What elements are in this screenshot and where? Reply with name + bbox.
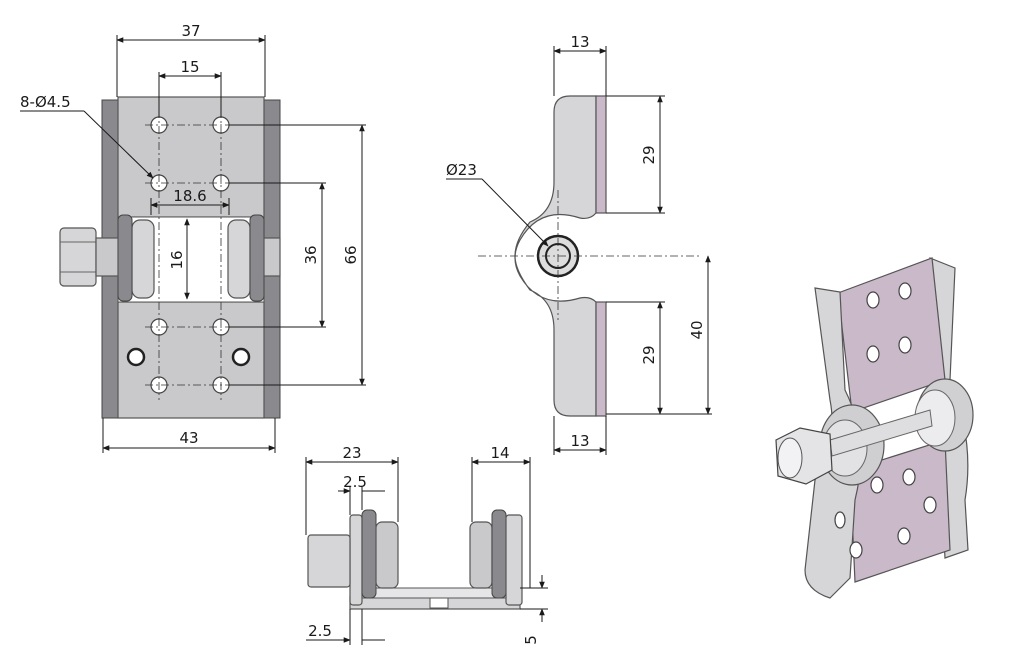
- right-roller: [227, 219, 251, 299]
- iso-hole: [923, 496, 937, 514]
- slot: [429, 597, 449, 609]
- dim-29-lower: 29: [640, 345, 658, 364]
- dim-43: 43: [179, 429, 198, 447]
- dim-15: 15: [180, 58, 199, 76]
- rivet-hole: [231, 347, 251, 367]
- lower-edge: [595, 301, 607, 417]
- bolt-end: [263, 237, 281, 277]
- bolt-shank: [95, 237, 119, 277]
- side-profile: [514, 95, 597, 417]
- right-disc-b: [491, 509, 507, 599]
- iso-hole: [898, 336, 912, 354]
- iso-hole: [870, 476, 884, 494]
- left-roller: [131, 219, 155, 299]
- rivet-hole: [126, 347, 146, 367]
- right-roller-b: [469, 521, 493, 589]
- right-washer-b: [505, 514, 523, 606]
- iso-hole: [866, 345, 880, 363]
- dim-holes-note: 8-Ø4.5: [20, 93, 71, 111]
- dim-18-6: 18.6: [173, 187, 206, 205]
- iso-hole: [897, 527, 911, 545]
- dim-diameter: Ø23: [446, 161, 477, 179]
- bottom-view: 23 14 2.5 2.5 5: [305, 444, 548, 645]
- dim-5: 5: [522, 635, 540, 645]
- iso-hole: [902, 468, 916, 486]
- left-disc-b: [361, 509, 377, 599]
- left-roller-b: [375, 521, 399, 589]
- dim-2-5-top: 2.5: [343, 473, 367, 491]
- upper-edge: [595, 95, 607, 214]
- hex-nut: [59, 227, 97, 287]
- dim-23: 23: [342, 444, 361, 462]
- dim-16: 16: [168, 250, 186, 269]
- dim-14: 14: [490, 444, 509, 462]
- dim-40: 40: [688, 320, 706, 339]
- left-washer: [117, 214, 133, 302]
- iso-hole: [898, 282, 912, 300]
- left-washer-b: [349, 514, 363, 606]
- front-view: 37 15 8-Ø4.5 18.6 16 36 66 43: [20, 22, 366, 453]
- dim-2-5-bottom: 2.5: [308, 622, 332, 640]
- dim-37: 37: [181, 22, 200, 40]
- right-washer: [249, 214, 265, 302]
- iso-hole: [834, 511, 846, 529]
- isometric-view: [775, 257, 974, 599]
- iso-hole: [866, 291, 880, 309]
- dim-13-bottom: 13: [570, 432, 589, 450]
- iso-hole: [849, 541, 863, 559]
- dim-29-upper: 29: [640, 145, 658, 164]
- dim-66: 66: [342, 245, 360, 264]
- side-view: 13 29 Ø23 29 40 13: [446, 33, 712, 455]
- iso-nut-face: [777, 437, 803, 479]
- dim-36: 36: [302, 245, 320, 264]
- dim-13-top: 13: [570, 33, 589, 51]
- nut-b: [307, 534, 351, 588]
- base-plate-top: [359, 587, 511, 599]
